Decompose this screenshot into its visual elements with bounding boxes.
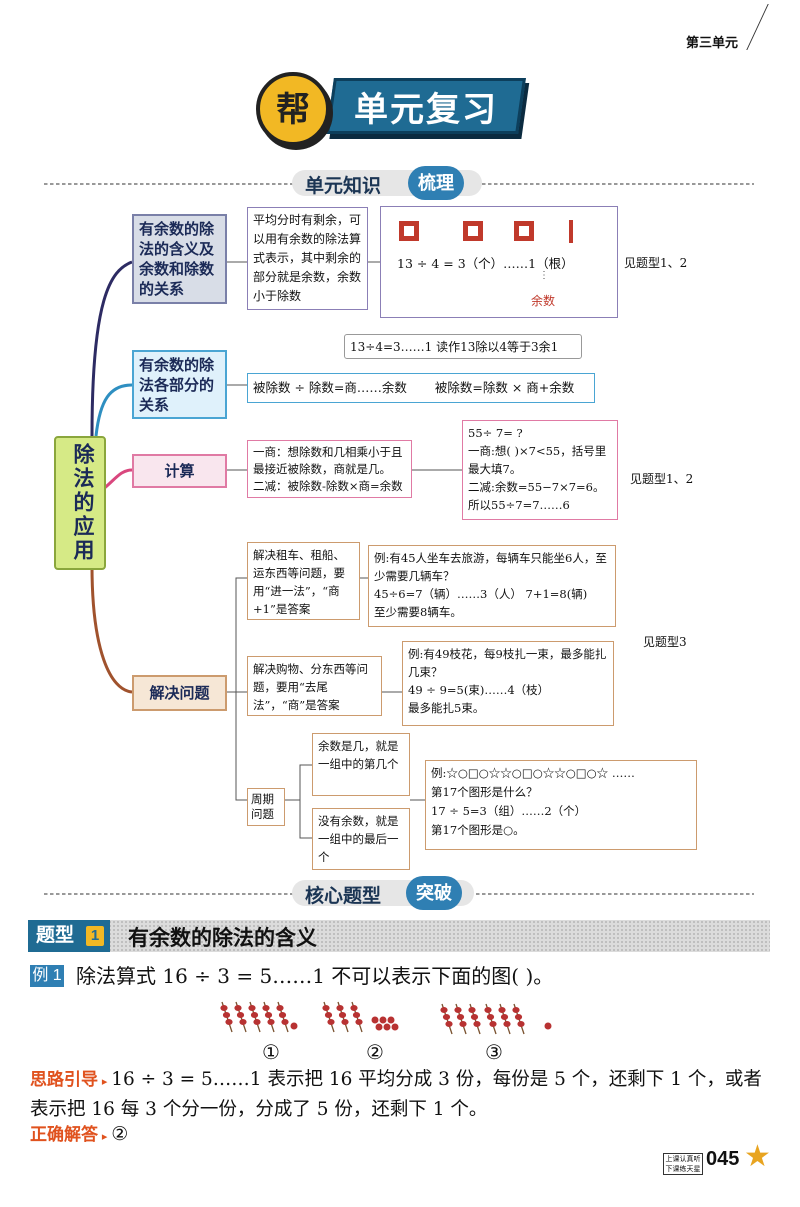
diagram-equation: 13 ÷ 4 = 3（个）……1（根） bbox=[397, 256, 574, 271]
option-two: ② bbox=[366, 1040, 384, 1064]
example-line: 49 ÷ 9=5(束)……4（枝） bbox=[408, 683, 550, 697]
calculation-example: 55÷ 7= ? 一商:想( )×7<55，括号里最大填7。 二减:余数=55−… bbox=[462, 420, 618, 520]
round-up-rule: 解决租车、租船、运东西等问题，要用“进一法”，“商+1”是答案 bbox=[247, 542, 360, 620]
section-circle: 梳理 bbox=[408, 166, 464, 200]
branch-meaning: 有余数的除法的含义及余数和除数的关系 bbox=[132, 214, 227, 304]
section-circle: 突破 bbox=[406, 876, 462, 910]
stick-square-icon bbox=[463, 221, 483, 241]
example-line: 第17个图形是什么？ bbox=[431, 785, 538, 799]
calc-line: 二减:余数=55−7×7=6。 bbox=[468, 480, 605, 494]
meaning-note: 平均分时有剩余，可以用有余数的除法算式表示，其中剩余的部分就是余数，余数小于除数 bbox=[247, 207, 368, 310]
example-question: 除法算式 16 ÷ 3 = 5……1 不可以表示下面的图( )。 bbox=[76, 964, 554, 988]
section-title: 单元知识 bbox=[305, 176, 382, 197]
remainder-label: 余数 bbox=[531, 294, 556, 308]
page-title: 单元复习 bbox=[354, 91, 498, 129]
think-label: 思路引导 bbox=[30, 1070, 98, 1089]
division-diagram: 13 ÷ 4 = 3（个）……1（根） ⋮ 余数 bbox=[380, 206, 618, 318]
figure-three bbox=[439, 1003, 552, 1035]
round-down-example: 例:有49枝花，每9枝扎一束，最多能扎几束？ 49 ÷ 9=5(束)……4（枝）… bbox=[402, 641, 614, 726]
branch-calculation: 计算 bbox=[132, 454, 227, 488]
page-number: 045 bbox=[706, 1148, 740, 1170]
parts-formulas: 被除数 ÷ 除数=商……余数 被除数=除数 × 商+余数 bbox=[247, 373, 595, 403]
method-step2: 二减：被除数-除数×商=余数 bbox=[253, 479, 403, 493]
answer-value: ② bbox=[111, 1123, 129, 1145]
think-guide: 思路引导 ▸ 16 ÷ 3 = 5……1 表示把 16 平均分成 3 份，每份是… bbox=[30, 1066, 770, 1124]
calc-line: 55÷ 7= ? bbox=[468, 426, 523, 440]
figure-two bbox=[321, 1001, 399, 1033]
option-one: ① bbox=[262, 1040, 280, 1064]
type-bar bbox=[28, 920, 770, 952]
example-line: 最多能扎5束。 bbox=[408, 701, 485, 715]
round-down-rule: 解决购物、分东西等问题，要用“去尾法”，“商”是答案 bbox=[247, 656, 382, 716]
example-line: 45÷6=7（辆）……3（人） 7+1=8(辆) bbox=[374, 587, 588, 601]
option-three: ③ bbox=[485, 1040, 503, 1064]
method-step1: 一商：想除数和几相乘小于且最接近被除数，商就是几。 bbox=[253, 445, 403, 476]
calc-line: 一商:想( )×7<55，括号里最大填7。 bbox=[468, 444, 607, 476]
answer-label: 正确解答 bbox=[30, 1125, 98, 1144]
branch-parts: 有余数的除法各部分的关系 bbox=[132, 350, 227, 419]
figure-one bbox=[220, 1001, 298, 1033]
arrow-icon: ▸ bbox=[98, 1075, 112, 1088]
cycle-case-remainder: 余数是几，就是一组中的第几个 bbox=[312, 733, 410, 796]
example-line: 至少需要8辆车。 bbox=[374, 605, 462, 619]
example-line: 第17个图形是○。 bbox=[431, 823, 525, 837]
star-mascot-icon: ★ bbox=[744, 1139, 771, 1174]
example-line: 例:☆○□○☆☆○□○☆☆○□○☆ …… bbox=[431, 766, 635, 780]
formula-dividend: 被除数=除数 × 商+余数 bbox=[434, 380, 575, 395]
cycle-case-exact: 没有余数，就是一组中的最后一个 bbox=[312, 808, 410, 870]
title-badge-text: 帮 bbox=[276, 91, 310, 129]
round-up-example: 例:有45人坐车去旅游，每辆车只能坐6人，至少需要几辆车？ 45÷6=7（辆）…… bbox=[368, 545, 616, 627]
see-reference: 见题型3 bbox=[643, 635, 687, 649]
footer-tagline: 上课认真听 下课练天星 bbox=[663, 1153, 703, 1175]
skewer-figures bbox=[220, 1001, 552, 1035]
see-reference: 见题型1、2 bbox=[624, 256, 688, 270]
example-line: 例:有45人坐车去旅游，每辆车只能坐6人，至少需要几辆车？ bbox=[374, 551, 607, 583]
single-stick-icon bbox=[569, 220, 573, 243]
stick-square-icon bbox=[514, 221, 534, 241]
calculation-method: 一商：想除数和几相乘小于且最接近被除数，商就是几。 二减：被除数-除数×商=余数 bbox=[247, 440, 412, 498]
example-line: 例:有49枝花，每9枝扎一束，最多能扎几束？ bbox=[408, 647, 607, 679]
correct-answer: 正确解答 ▸ ② bbox=[30, 1120, 128, 1145]
example-line: 17 ÷ 5=3（组）……2（个） bbox=[431, 804, 587, 818]
see-reference: 见题型1、2 bbox=[630, 472, 694, 486]
unit-label: 第三单元 bbox=[685, 35, 738, 50]
cycle-example: 例:☆○□○☆☆○□○☆☆○□○☆ …… 第17个图形是什么？ 17 ÷ 5=3… bbox=[425, 760, 697, 850]
title-badge bbox=[256, 72, 330, 146]
stick-square-icon bbox=[399, 221, 419, 241]
think-text: 16 ÷ 3 = 5……1 表示把 16 平均分成 3 份，每份是 5 个，还剩… bbox=[30, 1069, 762, 1120]
cycle-rule: 周期问题 bbox=[247, 788, 285, 826]
remainder-pointer: ⋮ bbox=[539, 270, 549, 281]
type-number: 1 bbox=[86, 926, 104, 946]
arrow-icon: ▸ bbox=[98, 1130, 112, 1143]
section-title: 核心题型 bbox=[305, 886, 382, 907]
read-as-note: 13÷4=3……1 读作13除以4等于3余1 bbox=[344, 334, 582, 359]
branch-problems: 解决问题 bbox=[132, 675, 227, 711]
example-tag: 例 1 bbox=[30, 965, 64, 987]
mindmap-center: 除法的应用 bbox=[54, 436, 106, 570]
formula-quotient: 被除数 ÷ 除数=商……余数 bbox=[253, 380, 407, 395]
type-title: 有余数的除法的含义 bbox=[128, 927, 317, 950]
calc-line: 所以55÷7=7……6 bbox=[468, 498, 570, 512]
